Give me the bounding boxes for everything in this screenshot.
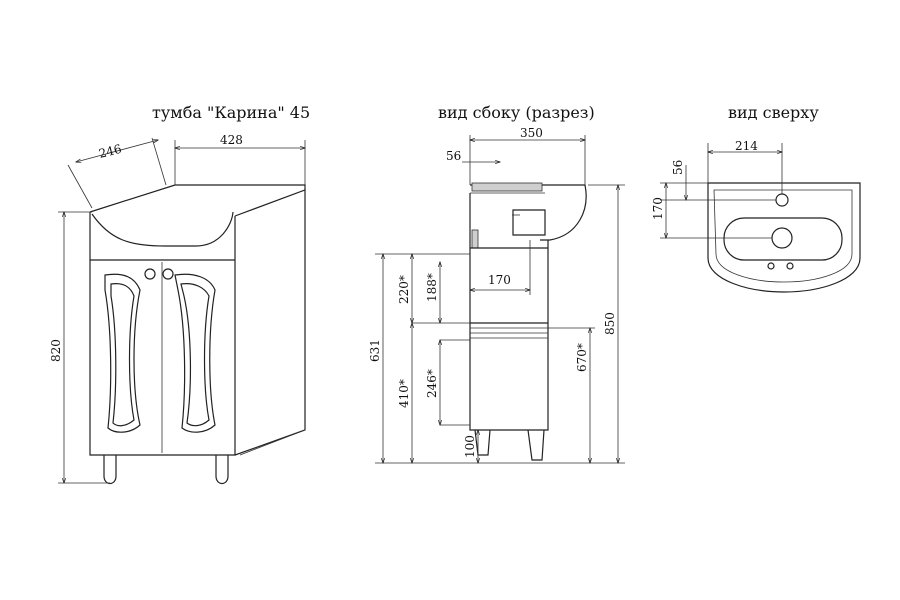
side-631-label: 631 (368, 339, 382, 362)
top-depth-label: 170 (651, 197, 665, 220)
side-offset-label: 56 (446, 149, 461, 163)
side-view-title: вид сбоку (разрез) (438, 103, 595, 122)
side-100-label: 100 (463, 435, 477, 458)
side-top-width-label: 350 (520, 126, 543, 140)
top-width-label: 214 (735, 139, 758, 153)
side-shelf-depth-label: 170 (488, 273, 511, 287)
front-height-label: 820 (49, 339, 63, 362)
front-width-label: 428 (220, 133, 243, 147)
top-view: вид сверху 214 56 170 (651, 103, 861, 293)
side-670-label: 670* (575, 343, 589, 372)
side-view: вид сбоку (разрез) 350 56 170 (368, 103, 625, 463)
side-850-label: 850 (603, 312, 617, 335)
top-offset-label: 56 (671, 160, 685, 175)
side-188-label: 188* (425, 273, 439, 302)
front-view: тумба "Карина" 45 428 246 820 (49, 103, 310, 485)
side-246-label: 246* (425, 369, 439, 398)
side-410-label: 410* (397, 379, 411, 408)
top-view-title: вид сверху (728, 103, 819, 122)
front-view-title: тумба "Карина" 45 (152, 103, 310, 122)
side-220-label: 220* (397, 275, 411, 304)
front-depth-label: 246 (97, 142, 123, 161)
